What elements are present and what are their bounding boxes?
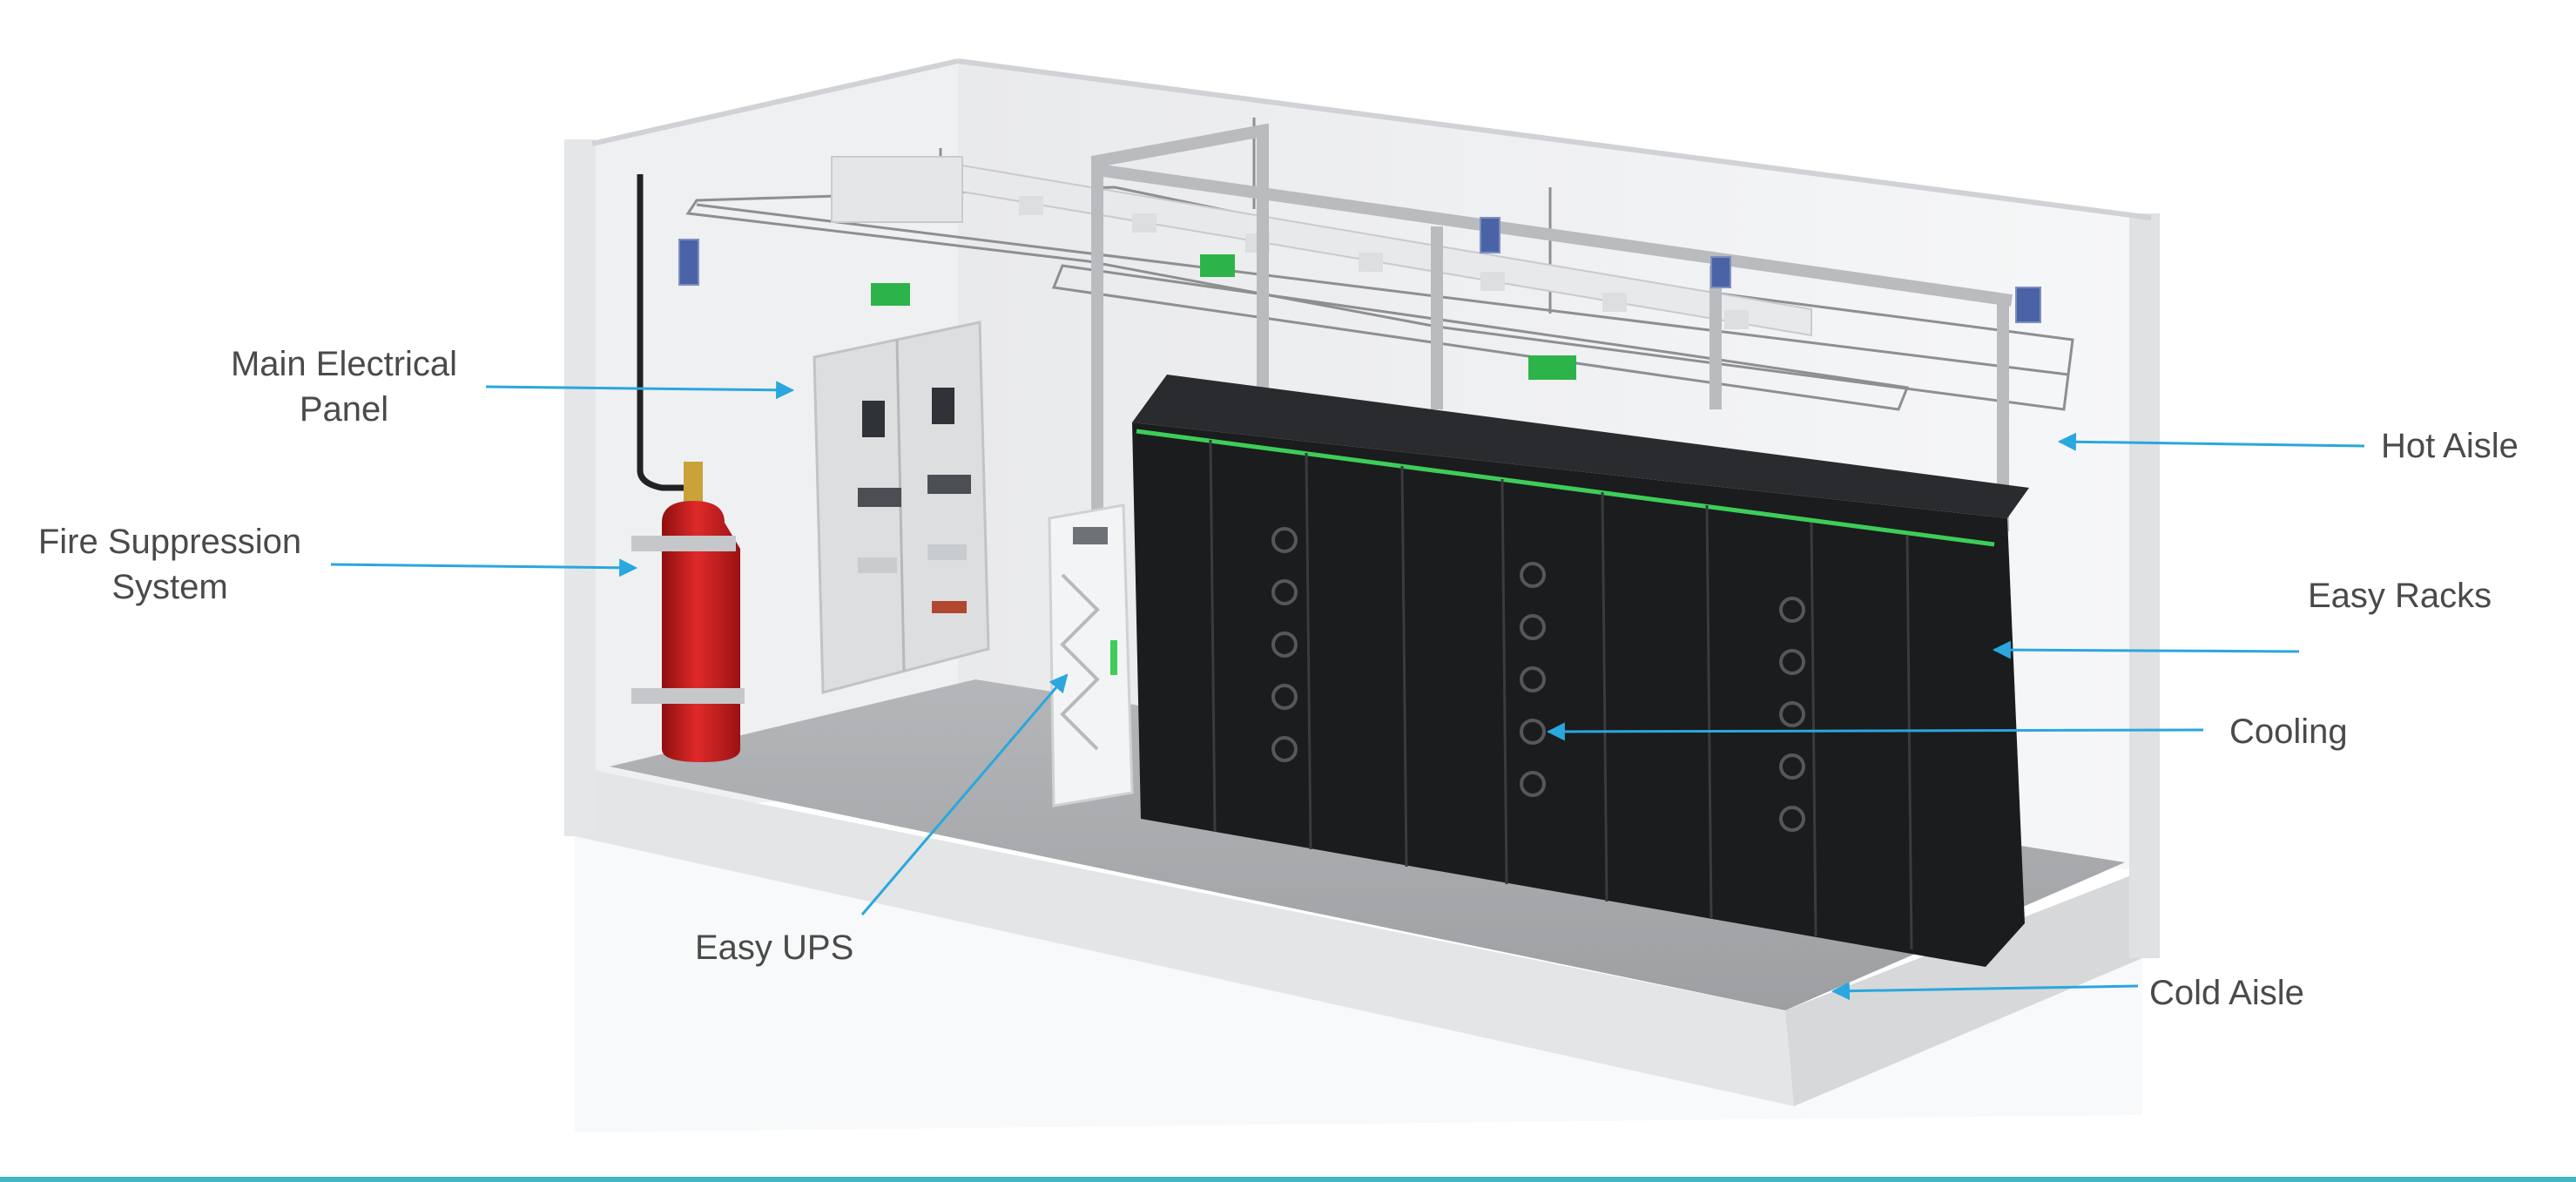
sensor-icon — [1710, 256, 1731, 288]
callout-arrows — [330, 381, 2365, 1001]
label-easy-ups: Easy UPS — [695, 929, 854, 967]
rack-block — [1132, 422, 2025, 967]
arrow-hot-aisle — [2057, 432, 2365, 451]
wall-sensors — [678, 217, 2041, 323]
overhead-duct — [831, 156, 1812, 337]
arrow-easy-ups — [860, 673, 1069, 915]
label-fire-suppression-system: Fire Suppression System — [17, 519, 322, 610]
arrow-fire-suppression — [330, 558, 638, 577]
cooling-fans — [1271, 527, 1805, 832]
exit-sign-icon — [1200, 254, 1235, 277]
fire-suppression-system — [631, 174, 745, 762]
label-hot-aisle: Hot Aisle — [2381, 427, 2519, 465]
label-fire-line2: System — [111, 568, 228, 606]
exit-sign-icon — [1528, 355, 1576, 380]
label-main-electrical-line1: Main Electrical — [230, 345, 458, 383]
rack-row — [1132, 375, 2029, 967]
arrow-easy-racks — [1992, 640, 2300, 659]
label-cold-aisle: Cold Aisle — [2149, 974, 2304, 1012]
label-main-electrical-line2: Panel — [299, 390, 389, 429]
exit-signs — [871, 254, 1576, 380]
sensor-icon — [678, 239, 699, 286]
sensor-icon — [2015, 287, 2041, 323]
arrow-cold-aisle — [1831, 982, 2139, 1001]
label-easy-racks: Easy Racks — [2308, 577, 2492, 615]
arrow-main-electrical-panel — [485, 381, 795, 400]
sensor-icon — [1480, 217, 1500, 253]
exit-sign-icon — [871, 283, 910, 306]
label-cooling: Cooling — [2229, 713, 2348, 751]
easy-ups-unit — [1048, 503, 1134, 807]
main-electrical-panel — [813, 321, 990, 694]
arrow-cooling — [1546, 722, 2204, 741]
bottom-accent-bar — [0, 1177, 2576, 1182]
label-main-electrical-panel: Main Electrical Panel — [205, 341, 483, 432]
label-fire-line1: Fire Suppression — [37, 523, 302, 561]
